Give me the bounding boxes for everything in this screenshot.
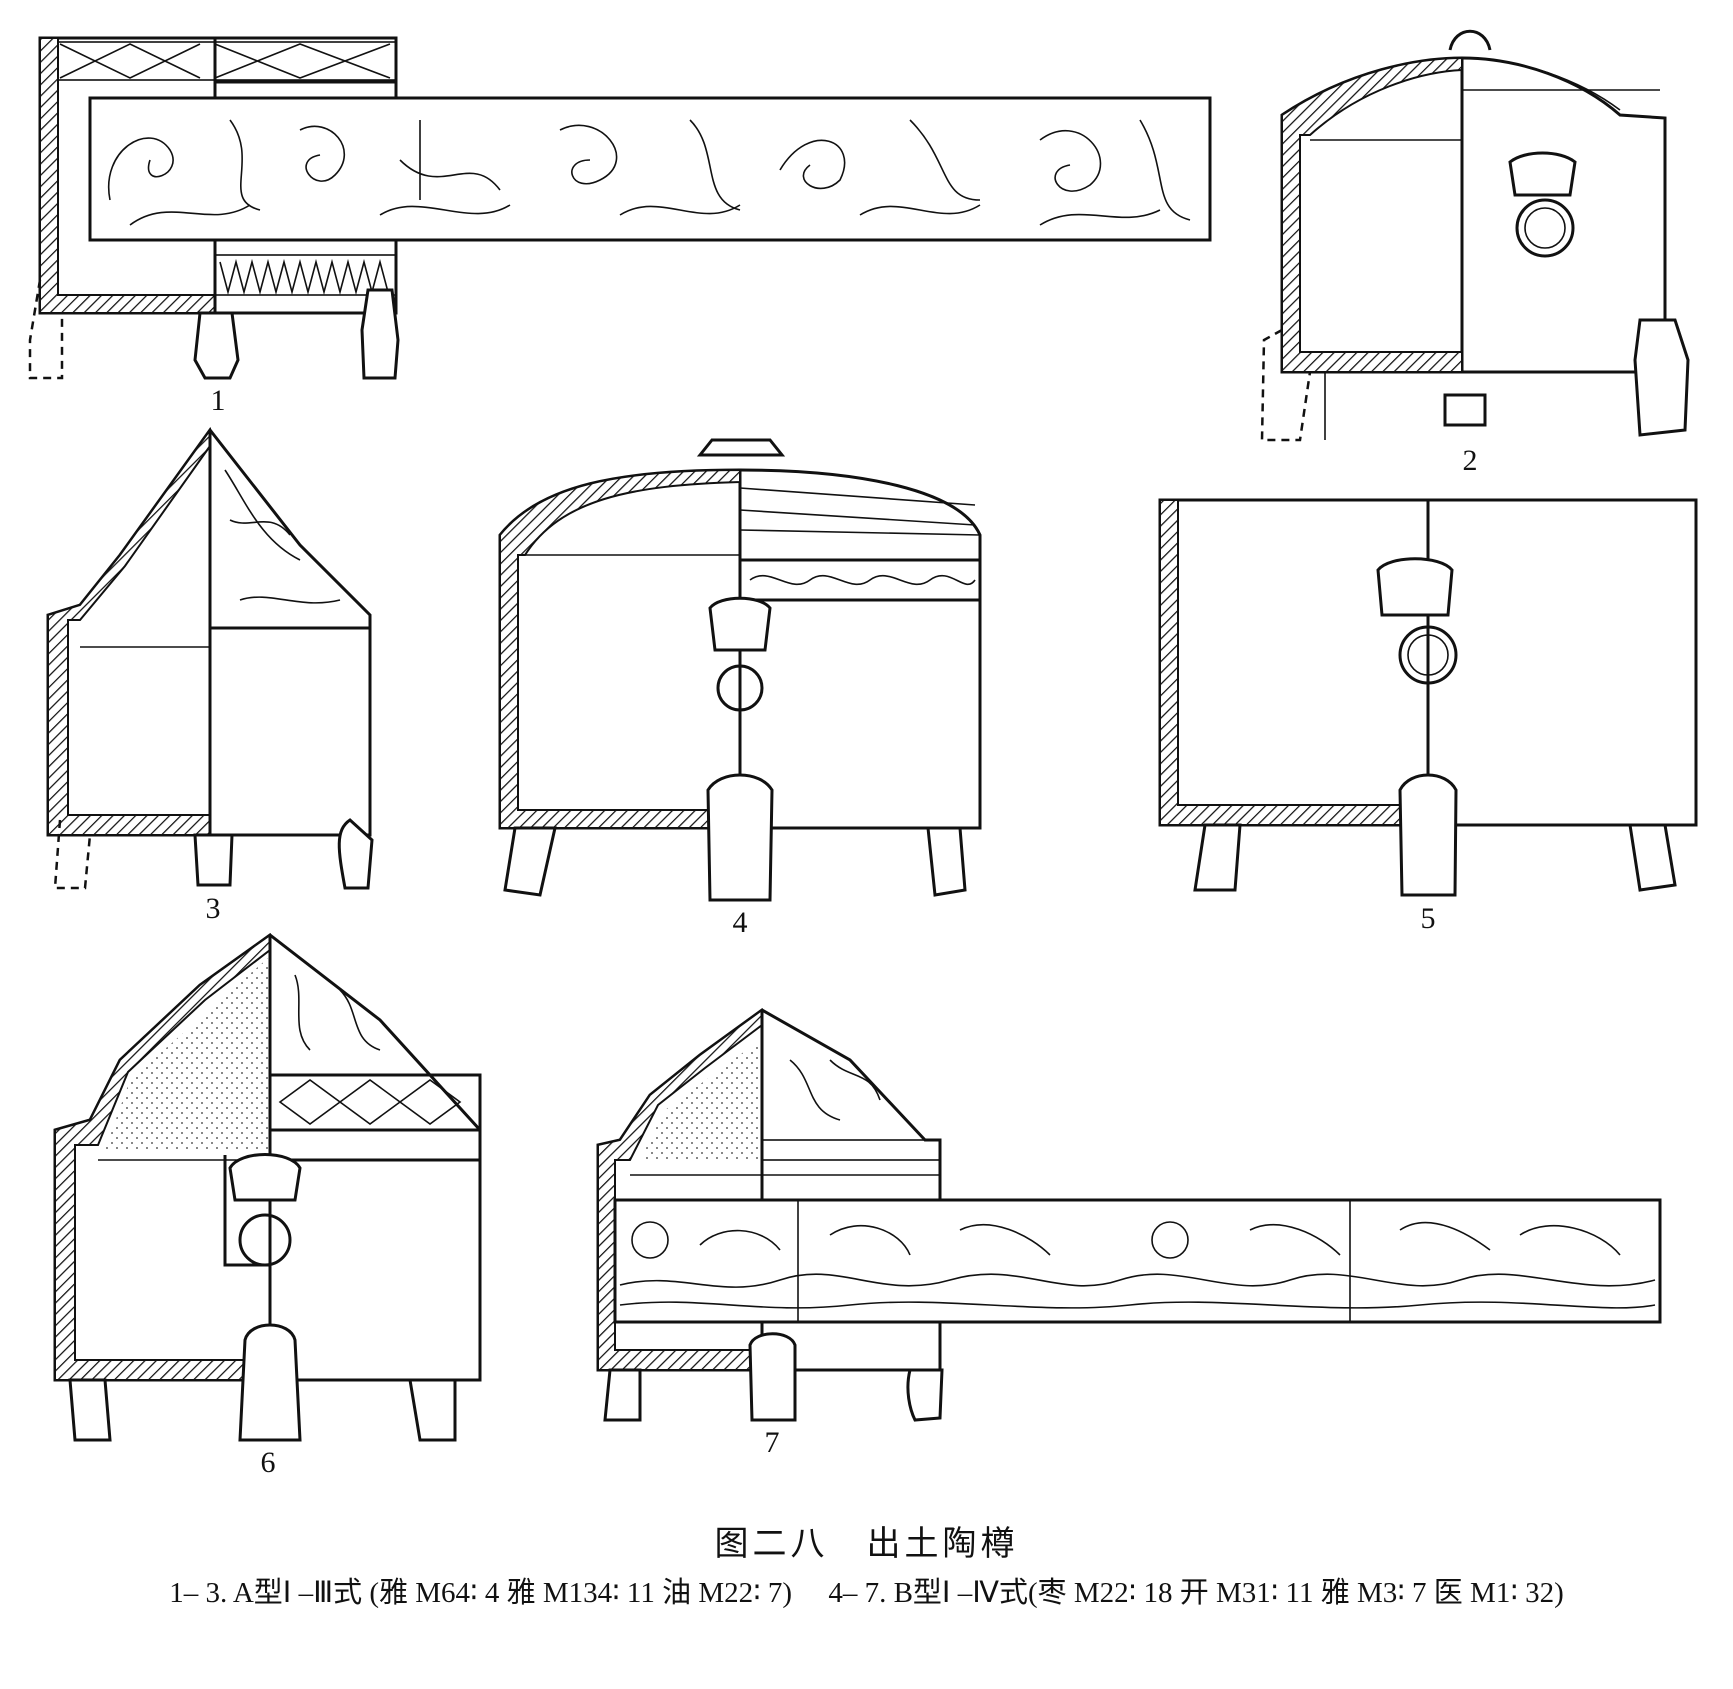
figure-3-label: 3 xyxy=(206,892,221,925)
vessel-4-drawing: 4 xyxy=(498,438,982,939)
vessel-7-drawing: 7 xyxy=(596,1008,1662,1459)
figure-caption: 图二八 出土陶樽 1– 3. A型Ⅰ –Ⅲ式 (雅 M64∶ 4 雅 M134∶… xyxy=(0,1518,1733,1616)
vessel-3-drawing: 3 xyxy=(46,426,374,925)
figure-plate: 1 2 3 xyxy=(28,29,1698,1479)
figure-4-label: 4 xyxy=(733,906,748,939)
caption-body: 1– 3. A型Ⅰ –Ⅲ式 (雅 M64∶ 4 雅 M134∶ 11 油 M22… xyxy=(169,1577,1564,1609)
figure-2-label: 2 xyxy=(1463,444,1478,477)
vessel-2-drawing: 2 xyxy=(1260,29,1690,477)
figure-5-label: 5 xyxy=(1421,902,1436,935)
figure-7-label: 7 xyxy=(765,1426,780,1459)
figure-6-label: 6 xyxy=(261,1446,276,1479)
figure-1-label: 1 xyxy=(211,384,226,417)
vessel-6-drawing: 6 xyxy=(53,933,482,1479)
vessel-1-drawing: 1 xyxy=(28,36,1212,417)
caption-title: 图二八 出土陶樽 xyxy=(714,1524,1019,1564)
vessel-5-drawing: 5 xyxy=(1158,498,1698,935)
